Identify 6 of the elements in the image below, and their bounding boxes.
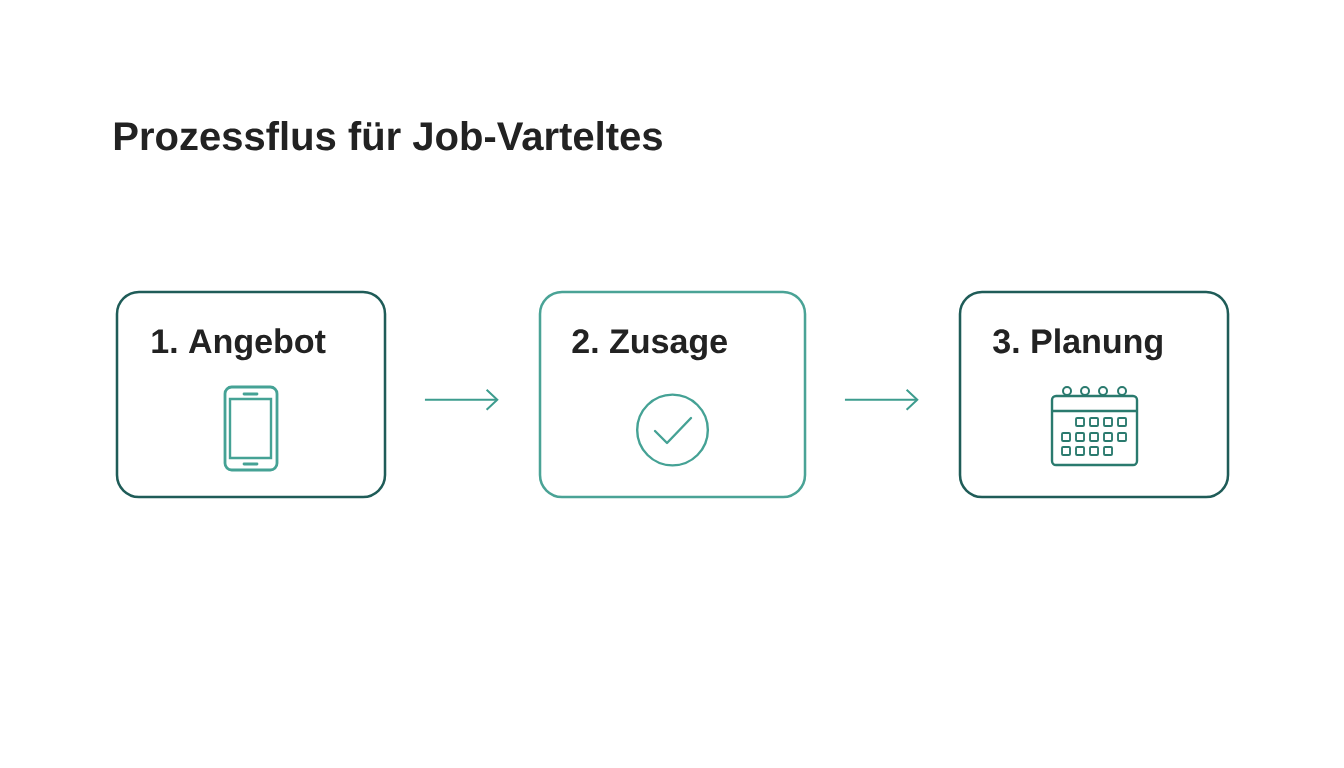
arrow xyxy=(843,388,919,411)
step-box: 2. Zusage xyxy=(538,290,807,499)
title: Prozessflus für Job-Varteltes xyxy=(114,121,662,151)
step-box: 1. Angebot xyxy=(115,290,387,499)
arrow xyxy=(423,388,499,411)
step-box: 3. Planung xyxy=(958,290,1230,499)
